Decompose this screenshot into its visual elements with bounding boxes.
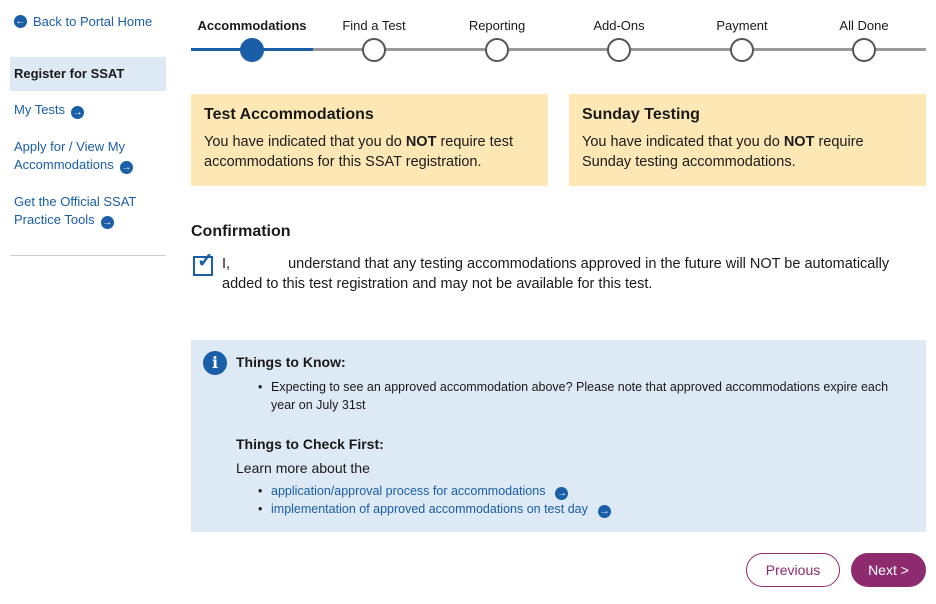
step-dot <box>852 38 876 62</box>
step-accommodations: Accommodations <box>191 0 313 62</box>
sunday-testing-card: Sunday Testing You have indicated that y… <box>569 94 926 186</box>
sidebar-item-practice-tools[interactable]: Get the Official SSAT Practice Tools → <box>14 193 136 229</box>
checkmark-icon: ✓ <box>197 250 214 272</box>
step-label: Add-Ons <box>593 18 645 33</box>
info-box: i Things to Know: Expecting to see an ap… <box>191 340 926 532</box>
step-dot-active <box>240 38 264 62</box>
sidebar-divider <box>10 255 166 256</box>
info-icon: i <box>203 351 227 375</box>
sidebar-item-accommodations[interactable]: Apply for / View My Accommodations → <box>14 138 133 174</box>
learn-more-text: Learn more about the <box>236 460 370 476</box>
step-label: Payment <box>716 18 768 33</box>
step-add-ons: Add-Ons <box>558 0 680 62</box>
arrow-right-icon: → <box>597 505 611 518</box>
back-link-label: Back to Portal Home <box>33 14 153 29</box>
card-title: Sunday Testing <box>582 106 700 123</box>
progress-stepper: Accommodations Find a Test Reporting Add… <box>191 0 926 70</box>
sidebar-item-label: Apply for / View My <box>14 139 126 154</box>
card-text: You have indicated that you do NOT requi… <box>582 134 864 170</box>
stepper-track <box>191 48 926 51</box>
card-title: Test Accommodations <box>204 106 374 123</box>
next-button[interactable]: Next > <box>851 553 926 587</box>
back-to-portal-link[interactable]: ← Back to Portal Home <box>14 14 152 29</box>
step-dot <box>607 38 631 62</box>
confirmation-checkbox[interactable]: ✓ <box>193 251 214 276</box>
sidebar-item-label: Accommodations <box>14 157 114 172</box>
step-dot <box>485 38 509 62</box>
confirmation-text: I,understand that any testing accommodat… <box>222 256 890 292</box>
previous-button[interactable]: Previous <box>746 553 840 587</box>
step-label: All Done <box>839 18 889 33</box>
info-links-list: application/approval process for accommo… <box>253 482 893 518</box>
sidebar-item-my-tests[interactable]: My Tests → <box>14 101 85 119</box>
test-accommodations-card: Test Accommodations You have indicated t… <box>191 94 548 186</box>
sidebar-item-label: Practice Tools <box>14 212 95 227</box>
step-reporting: Reporting <box>436 0 558 62</box>
arrow-right-icon: → <box>100 216 114 229</box>
accommodation-process-link[interactable]: application/approval process for accommo… <box>253 482 893 500</box>
check-first-heading: Things to Check First: <box>236 436 384 452</box>
arrow-left-icon: ← <box>14 15 27 28</box>
things-to-know-list: Expecting to see an approved accommodati… <box>253 378 893 414</box>
step-all-done: All Done <box>803 0 925 62</box>
step-label: Find a Test <box>342 18 406 33</box>
sidebar-item-label: Get the Official SSAT <box>14 194 137 209</box>
things-to-know-heading: Things to Know: <box>236 354 346 370</box>
step-label: Accommodations <box>197 18 307 33</box>
step-label: Reporting <box>468 18 526 33</box>
step-dot <box>362 38 386 62</box>
step-find-a-test: Find a Test <box>313 0 435 62</box>
confirmation-heading: Confirmation <box>191 223 291 240</box>
arrow-right-icon: → <box>555 487 569 500</box>
sidebar-item-register[interactable]: Register for SSAT <box>10 57 166 91</box>
arrow-right-icon: → <box>119 161 133 174</box>
step-dot <box>730 38 754 62</box>
card-text: You have indicated that you do NOT requi… <box>204 134 514 170</box>
arrow-right-icon: → <box>71 106 85 119</box>
sidebar-item-label: My Tests <box>14 102 66 117</box>
step-payment: Payment <box>681 0 803 62</box>
implementation-link[interactable]: implementation of approved accommodation… <box>253 500 893 518</box>
list-item: Expecting to see an approved accommodati… <box>253 378 893 414</box>
